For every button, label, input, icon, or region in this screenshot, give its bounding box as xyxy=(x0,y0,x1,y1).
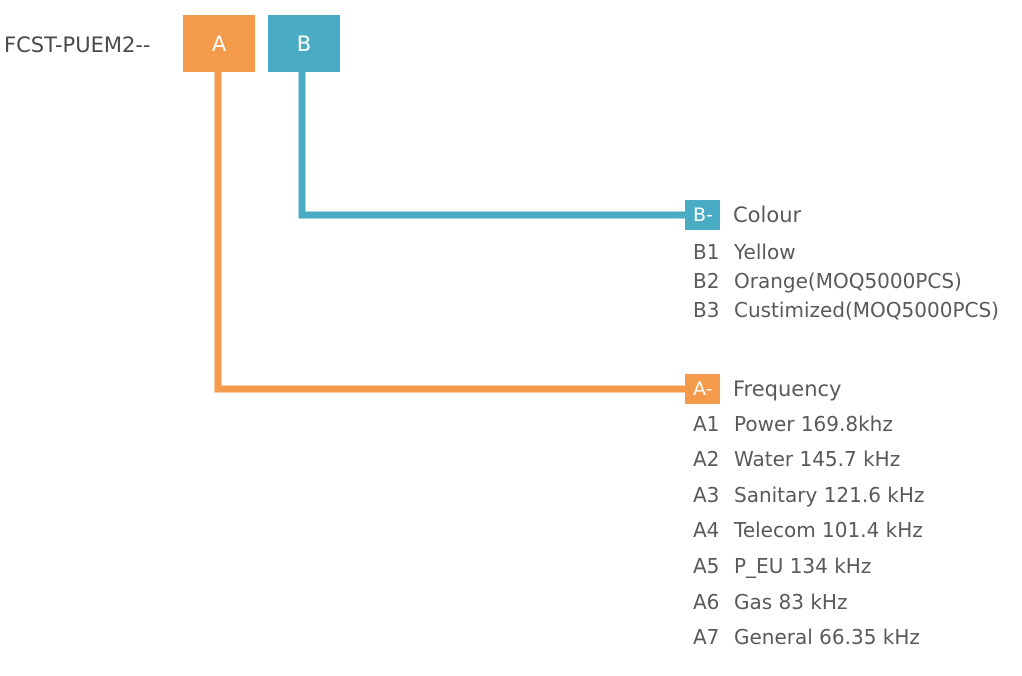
option-label: Orange(MOQ5000PCS) xyxy=(734,269,962,293)
box-b-label: B xyxy=(296,31,312,56)
box-b: B xyxy=(268,15,340,72)
option-code: B3 xyxy=(693,298,720,322)
option-code: A6 xyxy=(693,590,720,614)
box-a: A xyxy=(183,15,255,72)
frequency-option: A7 General 66.35 kHz xyxy=(693,625,920,649)
option-code: B1 xyxy=(693,240,720,264)
box-a-label: A xyxy=(211,31,227,56)
option-code: A3 xyxy=(693,483,720,507)
frequency-option: A1 Power 169.8khz xyxy=(693,412,893,436)
frequency-tag: A- xyxy=(685,374,720,404)
frequency-group-header: A- Frequency xyxy=(685,374,842,404)
option-code: A1 xyxy=(693,412,720,436)
option-label: Telecom 101.4 kHz xyxy=(734,518,923,542)
option-code: A2 xyxy=(693,447,720,471)
option-code: B2 xyxy=(693,269,720,293)
connector-a xyxy=(214,72,685,393)
frequency-option: A6 Gas 83 kHz xyxy=(693,590,847,614)
option-label: Gas 83 kHz xyxy=(734,590,848,614)
option-code: A5 xyxy=(693,554,720,578)
option-label: P_EU 134 kHz xyxy=(734,554,872,578)
colour-tag: B- xyxy=(685,200,720,230)
colour-option: B1 Yellow xyxy=(693,240,796,264)
option-code: A7 xyxy=(693,625,720,649)
connector-b xyxy=(298,72,685,219)
colour-group-header: B- Colour xyxy=(685,200,801,230)
colour-option: B3 Custimized(MOQ5000PCS) xyxy=(693,298,999,322)
option-label: Water 145.7 kHz xyxy=(734,447,901,471)
frequency-option: A3 Sanitary 121.6 kHz xyxy=(693,483,924,507)
option-label: General 66.35 kHz xyxy=(734,625,920,649)
colour-option: B2 Orange(MOQ5000PCS) xyxy=(693,269,962,293)
frequency-option: A5 P_EU 134 kHz xyxy=(693,554,871,578)
frequency-title: Frequency xyxy=(733,377,842,401)
option-code: A4 xyxy=(693,518,720,542)
colour-title: Colour xyxy=(733,203,802,227)
model-prefix: FCST-PUEM2-- xyxy=(4,33,151,57)
option-label: Power 169.8khz xyxy=(734,412,893,436)
frequency-option: A4 Telecom 101.4 kHz xyxy=(693,518,923,542)
option-label: Yellow xyxy=(734,240,796,264)
frequency-option: A2 Water 145.7 kHz xyxy=(693,447,900,471)
option-label: Custimized(MOQ5000PCS) xyxy=(734,298,999,322)
option-label: Sanitary 121.6 kHz xyxy=(734,483,925,507)
